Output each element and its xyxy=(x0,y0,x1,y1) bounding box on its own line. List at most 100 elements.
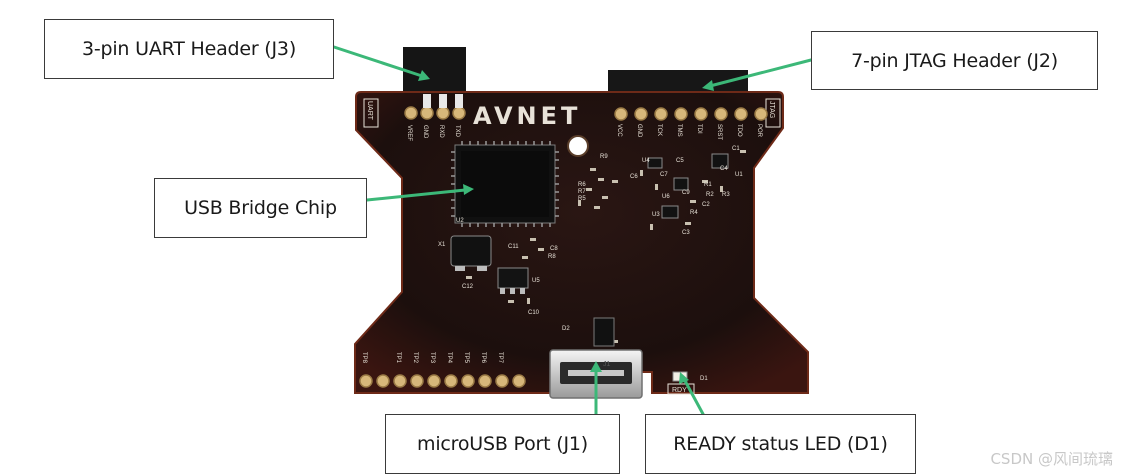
component-label: C1 xyxy=(732,146,740,152)
callout-usb-bridge-chip: USB Bridge Chip xyxy=(154,178,367,238)
test-point-pad xyxy=(359,374,373,388)
test-point-pad xyxy=(410,374,424,388)
watermark: CSDN @风间琉璃 xyxy=(990,450,1113,468)
callout-arrows xyxy=(332,45,813,416)
component-label: R4 xyxy=(690,210,698,216)
component-label: R3 xyxy=(722,192,730,198)
jtag-pin-label: TDI xyxy=(696,124,702,134)
callout-uart-header-label: 3-pin UART Header (J3) xyxy=(81,38,297,60)
callout-arrowheads xyxy=(418,70,714,384)
test-point-label: TP8 xyxy=(361,352,367,364)
test-point-pad xyxy=(393,374,407,388)
test-point-label: TP1 xyxy=(395,352,401,364)
usb-silk-label: J1 xyxy=(603,361,611,368)
component-label: R1 xyxy=(704,182,712,188)
uart-pin-label: VREF xyxy=(406,125,412,141)
component-label: D2 xyxy=(562,326,570,332)
jtag-pin-pad xyxy=(694,107,708,121)
component-label: C6 xyxy=(630,174,638,180)
test-points: TP8 TP1 TP2 TP3 TP4 TP5 TP6 TP7 xyxy=(359,352,526,388)
jtag-pin-label: TCK xyxy=(656,124,662,136)
component-label: R7 xyxy=(578,189,586,195)
regulator-pin xyxy=(500,288,505,294)
crystal-x1 xyxy=(450,235,492,267)
uart-pin-label: RXD xyxy=(438,125,444,138)
component-label: C7 xyxy=(660,172,668,178)
component-label: U4 xyxy=(642,158,650,164)
jtag-pin-pad xyxy=(674,107,688,121)
callout-microusb-port: microUSB Port (J1) xyxy=(385,414,620,474)
callout-jtag-header-label: 7-pin JTAG Header (J2) xyxy=(851,49,1058,72)
jtag-pin-label: POR xyxy=(756,124,762,138)
jtag-pin-pad xyxy=(654,107,668,121)
test-point-pad xyxy=(427,374,441,388)
component-label: D1 xyxy=(700,376,708,382)
component-label: C3 xyxy=(682,230,690,236)
uart-pin-pad xyxy=(404,106,418,120)
arrowhead-ready xyxy=(679,372,689,384)
ready-led-silk-box xyxy=(667,383,695,395)
callout-ready-led-label: READY status LED (D1) xyxy=(673,433,888,455)
jtag-pins: VCC GND TCK TMS TDI SRST TDO POR xyxy=(614,107,768,140)
test-point-pad xyxy=(461,374,475,388)
component-label: U1 xyxy=(735,172,743,178)
test-point-pad xyxy=(444,374,458,388)
component-label: R6 xyxy=(578,182,586,188)
uart-pin-pad xyxy=(452,106,466,120)
test-point-label: TP5 xyxy=(463,352,469,364)
component-label: R8 xyxy=(548,254,556,260)
uart-pin-pad xyxy=(436,106,450,120)
arrowhead-microusb xyxy=(590,361,602,372)
component-label: C11 xyxy=(508,244,519,250)
test-point-pad xyxy=(478,374,492,388)
jtag-pin-label: TDO xyxy=(736,124,742,137)
small-ic xyxy=(647,157,663,169)
uart-pin-label: TXD xyxy=(454,125,460,138)
crystal-pad xyxy=(455,266,465,271)
component-label: C12 xyxy=(462,284,474,290)
jtag-pin-label: SRST xyxy=(716,124,722,140)
jtag-pin-label: GND xyxy=(636,124,642,138)
component-label: U3 xyxy=(652,212,660,218)
arrow-jtag xyxy=(708,58,813,88)
test-point-label: TP2 xyxy=(412,352,418,364)
callout-microusb-port-label: microUSB Port (J1) xyxy=(417,433,588,455)
jtag-pin-pad xyxy=(714,107,728,121)
arrow-ready xyxy=(682,377,705,416)
jtag-pin-label: VCC xyxy=(616,124,622,137)
arrowhead-uart xyxy=(418,70,430,81)
test-point-pad xyxy=(512,374,526,388)
test-point-label: TP4 xyxy=(446,352,452,364)
component-label: C2 xyxy=(702,202,710,208)
test-point-pad xyxy=(495,374,509,388)
arrow-usb-bridge xyxy=(365,188,467,202)
uart-silk-label: UART xyxy=(366,101,373,121)
callout-usb-bridge-chip-label: USB Bridge Chip xyxy=(184,197,337,219)
component-label: U5 xyxy=(532,278,540,284)
regulator-pin xyxy=(510,288,515,294)
component-label: R2 xyxy=(706,192,714,198)
test-point-label: TP6 xyxy=(480,352,486,364)
component-label: R5 xyxy=(578,196,586,202)
regulator-pin xyxy=(520,288,525,294)
test-point-pad xyxy=(376,374,390,388)
arrowhead-usb-bridge xyxy=(463,184,474,195)
jtag-silk-label: JTAG xyxy=(768,101,775,118)
uart-silk-box xyxy=(363,98,379,128)
component-label: R9 xyxy=(600,154,608,160)
component-label: C8 xyxy=(550,246,558,252)
component-label: C4 xyxy=(720,166,728,172)
small-ic xyxy=(711,153,729,169)
jtag-pin-pad xyxy=(754,107,768,121)
jtag-pin-pad xyxy=(614,107,628,121)
arrow-uart xyxy=(332,45,424,78)
component-label: C5 xyxy=(676,158,684,164)
test-point-label: TP7 xyxy=(497,352,503,364)
callout-jtag-header: 7-pin JTAG Header (J2) xyxy=(811,31,1098,90)
uart-pin xyxy=(455,94,463,108)
component-label: C9 xyxy=(682,190,690,196)
uart-pins: VREF GND RXD TXD xyxy=(404,94,466,141)
test-point-label: TP3 xyxy=(429,352,435,364)
regulator-u5 xyxy=(497,267,529,289)
